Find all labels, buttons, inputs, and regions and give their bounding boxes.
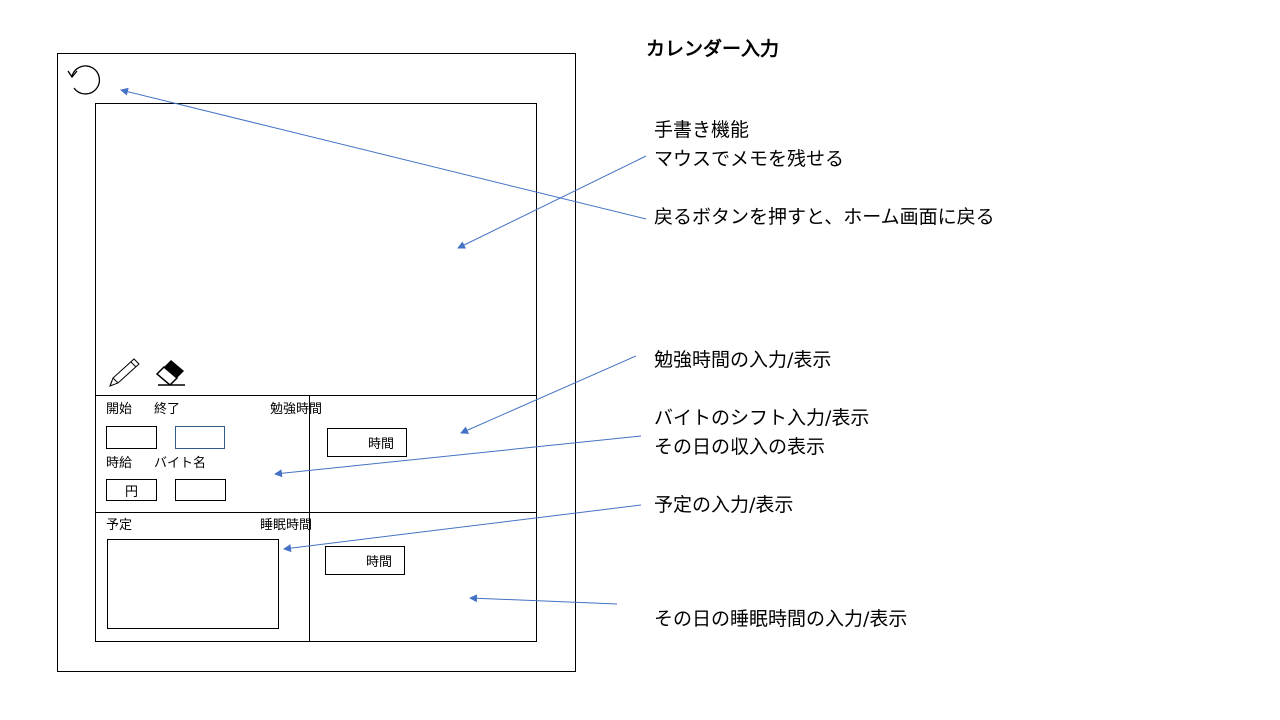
pencil-icon[interactable] — [106, 356, 142, 390]
arrow-sleep — [469, 594, 618, 605]
study-time-label: 勉強時間 — [270, 402, 323, 417]
sleep-time-unit: 時間 — [365, 555, 392, 570]
end-time-input[interactable] — [175, 426, 225, 449]
annotation-study: 勉強時間の入力/表示 — [654, 349, 832, 371]
annotation-shift-line2: その日の収入の表示 — [654, 436, 826, 458]
annotation-schedule: 予定の入力/表示 — [654, 494, 794, 516]
schedule-input[interactable] — [107, 539, 279, 629]
wage-input[interactable]: 円 — [106, 479, 157, 501]
wage-unit: 円 — [124, 484, 138, 500]
handwriting-canvas[interactable] — [95, 103, 537, 396]
schedule-label: 予定 — [106, 518, 133, 533]
start-time-input[interactable] — [106, 426, 157, 449]
arrow-study — [460, 355, 637, 434]
annotation-handwriting-line2: マウスでメモを残せる — [654, 148, 845, 170]
arrow-handwriting — [457, 155, 647, 249]
annotation-handwriting: 手書き機能 マウスでメモを残せる — [654, 116, 844, 174]
annotation-back-button: 戻るボタンを押すと、ホーム画面に戻る — [654, 206, 995, 228]
annotation-shift-line1: バイトのシフト入力/表示 — [654, 407, 870, 429]
back-arrow-icon[interactable] — [66, 62, 102, 98]
study-time-unit: 時間 — [367, 437, 394, 452]
study-time-input[interactable]: 時間 — [327, 428, 407, 457]
end-label: 終了 — [154, 402, 181, 417]
app-frame — [57, 53, 576, 672]
annotation-shift: バイトのシフト入力/表示 その日の収入の表示 — [654, 404, 869, 462]
page-title: カレンダー入力 — [646, 38, 780, 60]
arrow-schedule — [283, 504, 642, 553]
schedule-panel — [95, 512, 537, 642]
arrow-shift — [274, 435, 642, 478]
sleep-time-label: 睡眠時間 — [260, 518, 313, 533]
job-name-label: バイト名 — [154, 456, 207, 471]
annotation-handwriting-line1: 手書き機能 — [654, 119, 750, 141]
sleep-time-input[interactable]: 時間 — [325, 546, 405, 575]
job-name-input[interactable] — [175, 479, 226, 501]
start-label: 開始 — [106, 402, 133, 417]
arrow-back-button — [120, 87, 647, 220]
annotation-sleep: その日の睡眠時間の入力/表示 — [654, 608, 908, 630]
eraser-icon[interactable] — [155, 358, 189, 388]
panel-divider — [309, 395, 310, 642]
wage-label: 時給 — [106, 456, 133, 471]
